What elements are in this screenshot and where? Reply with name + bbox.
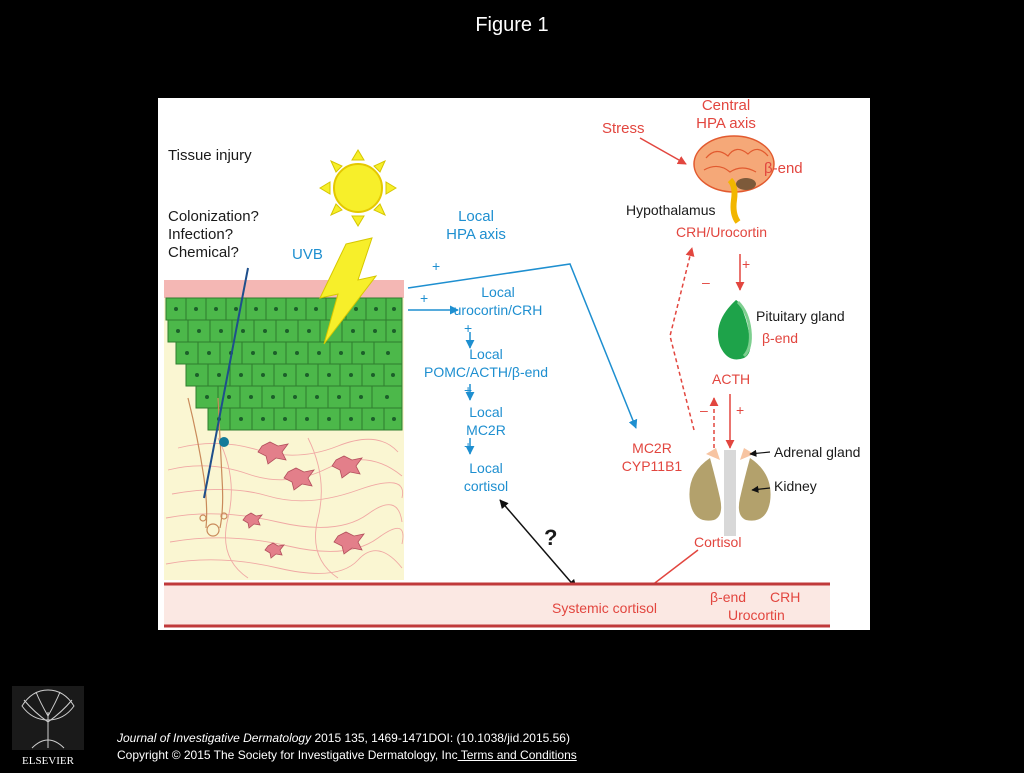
skin-illustration [164,267,404,580]
dermis-fibers [165,437,404,579]
plus-sign: + [742,256,751,272]
label-pointers [749,449,771,493]
hair-shaft [203,267,249,499]
plus-sign: + [736,402,745,418]
adrenal-gland-label: Adrenal gland [774,444,861,460]
elsevier-tree-icon: ELSEVIER [12,686,84,767]
central-axis-title-line2: HPA axis [696,115,756,132]
elsevier-logo: ELSEVIER [8,682,88,768]
uvb-label: UVB [292,246,323,263]
local-step3-line2: MC2R [466,422,506,438]
brain-icon [693,135,775,224]
cell-grid [185,298,387,430]
local-to-systemic-arrow [499,499,577,589]
local-axis-title-line2: HPA axis [446,226,506,243]
elsevier-wordmark: ELSEVIER [22,755,75,767]
local-step2-line1: Local [469,346,503,362]
stress-label: Stress [602,120,645,137]
journal-name: Journal of Investigative Dermatology [117,731,312,745]
mc2r-label: MC2R [632,440,672,456]
cyp11b1-label: CYP11B1 [621,458,683,474]
kidney-icon [689,448,771,536]
circulation-band [164,582,830,628]
slide-title: Figure 1 [475,14,549,36]
fibroblasts [242,441,365,559]
beta-end-brain-label: β-end [764,160,803,177]
follicle-cell-cluster [219,437,229,447]
figure-panel: Tissue injury Colonization? Infection? C… [158,98,870,630]
local-step1-line1: Local [481,284,515,300]
local-step3-line1: Local [469,404,503,420]
plus-sign: + [464,320,473,336]
cortisol-label: Cortisol [694,534,742,550]
local-axis-title-line1: Local [458,208,494,225]
sun-icon [319,149,397,227]
terms-and-conditions-link[interactable]: Terms and Conditions [457,748,577,762]
central-axis-title-line1: Central [701,98,751,114]
copyright-line: Copyright © 2015 The Society for Investi… [117,748,577,762]
crh-circulation-label: CRH [770,589,801,605]
chemical-label: Chemical? [168,244,239,261]
tissue-injury-label: Tissue injury [168,147,252,164]
crh-urocortin-label: CRH/Urocortin [676,224,768,240]
question-mark-label: ? [544,525,558,550]
plus-sign: + [432,258,441,274]
pituitary-gland-icon [718,300,752,360]
systemic-cortisol-label: Systemic cortisol [552,600,658,616]
diagram-artwork [164,135,830,628]
minus-sign: – [700,402,708,418]
colonization-label: Colonization? [168,208,259,225]
uvb-lightning-icon [319,237,378,345]
beta-end-circulation-label: β-end [710,589,747,605]
copyright-text: Copyright © 2015 The Society for Investi… [117,748,458,762]
infection-label: Infection? [168,226,234,243]
urocortin-circulation-label: Urocortin [728,607,785,623]
pituitary-gland-label: Pituitary gland [756,308,845,324]
plus-sign: + [464,438,473,454]
local-step1-line2: urocortin/CRH [453,302,543,318]
acth-label: ACTH [712,371,751,387]
citation-details: 2015 135, 1469-1471DOI: (10.1038/jid.201… [311,731,570,745]
minus-sign: – [702,274,710,290]
local-axis-arrows [407,263,638,455]
beta-end-pituitary-label: β-end [762,330,799,346]
local-step4-line1: Local [469,460,503,476]
local-step4-line2: cortisol [463,478,509,494]
kidney-label: Kidney [774,478,817,494]
plus-sign: + [464,382,473,398]
plus-sign: + [420,290,429,306]
citation-line: Journal of Investigative Dermatology 201… [117,731,570,745]
local-step2-line2: POMC/ACTH/β-end [424,364,548,380]
hypothalamus-label: Hypothalamus [626,202,716,218]
